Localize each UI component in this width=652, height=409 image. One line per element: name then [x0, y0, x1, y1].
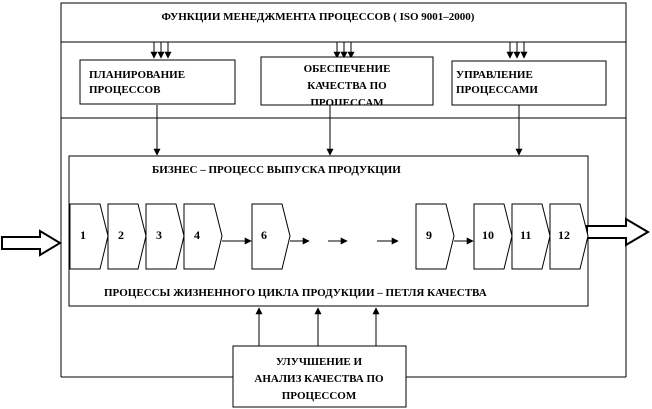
- step-shape-9: [415, 203, 455, 270]
- quality-box-clip: ОБЕСПЕЧЕНИЕ КАЧЕСТВА ПО ПРОЦЕССАМ: [304, 63, 391, 109]
- improvement-arrows: [255, 307, 380, 346]
- quality-label-line-3: ПРОЦЕССАМ: [310, 97, 384, 109]
- improvement-box: [232, 345, 407, 408]
- header-arrows: [150, 42, 528, 59]
- improvement-label-line-1: УЛУЧШЕНИЕ И: [276, 356, 363, 368]
- step-label-1: 1: [80, 228, 86, 242]
- header-title: ФУНКЦИИ МЕНЕДЖМЕНТА ПРОЦЕССОВ ( ISO 9001…: [162, 11, 475, 23]
- management-label-line-2: ПРОЦЕССАМИ: [456, 84, 538, 96]
- lifecycle-footer: ПРОЦЕССЫ ЖИЗНЕННОГО ЦИКЛА ПРОДУКЦИИ – ПЕ…: [104, 287, 487, 299]
- step-label-9: 9: [426, 228, 432, 242]
- quality-box: [260, 56, 434, 106]
- step-label-3: 3: [156, 228, 162, 242]
- step-label-2: 2: [118, 228, 124, 242]
- quality-label-line-1: ОБЕСПЕЧЕНИЕ: [304, 63, 391, 75]
- step-shape-11: [511, 203, 551, 270]
- step-label-12: 12: [558, 228, 570, 242]
- improvement-label-line-2: АНАЛИЗ КАЧЕСТВА ПО: [254, 373, 384, 385]
- input-arrow: [1, 229, 62, 257]
- output-arrow: [586, 217, 650, 247]
- management-box: [451, 60, 607, 106]
- business-process-title: БИЗНЕС – ПРОЦЕСС ВЫПУСКА ПРОДУКЦИИ: [152, 164, 401, 176]
- step-shape-6: [251, 203, 291, 270]
- management-label-line-1: УПРАВЛЕНИЕ: [456, 69, 533, 81]
- step-label-4: 4: [194, 228, 200, 242]
- planning-label-line-2: ПРОЦЕССОВ: [89, 84, 161, 96]
- step-label-6: 6: [261, 228, 267, 242]
- improvement-label-line-3: ПРОЦЕССОМ: [282, 390, 357, 402]
- step-label-11: 11: [520, 228, 531, 242]
- step-shape-2: [107, 203, 147, 270]
- step-shape-12: [549, 203, 589, 270]
- step-shape-10: [473, 203, 513, 270]
- step-shape-1: [69, 203, 109, 270]
- planning-label-line-1: ПЛАНИРОВАНИЕ: [89, 69, 185, 81]
- step-shape-3: [145, 203, 185, 270]
- step-shape-4: [183, 203, 223, 270]
- planning-box: [79, 59, 236, 105]
- quality-label-line-2: КАЧЕСТВА ПО: [307, 80, 387, 92]
- step-label-10: 10: [482, 228, 494, 242]
- function-to-process-arrows: [153, 105, 523, 156]
